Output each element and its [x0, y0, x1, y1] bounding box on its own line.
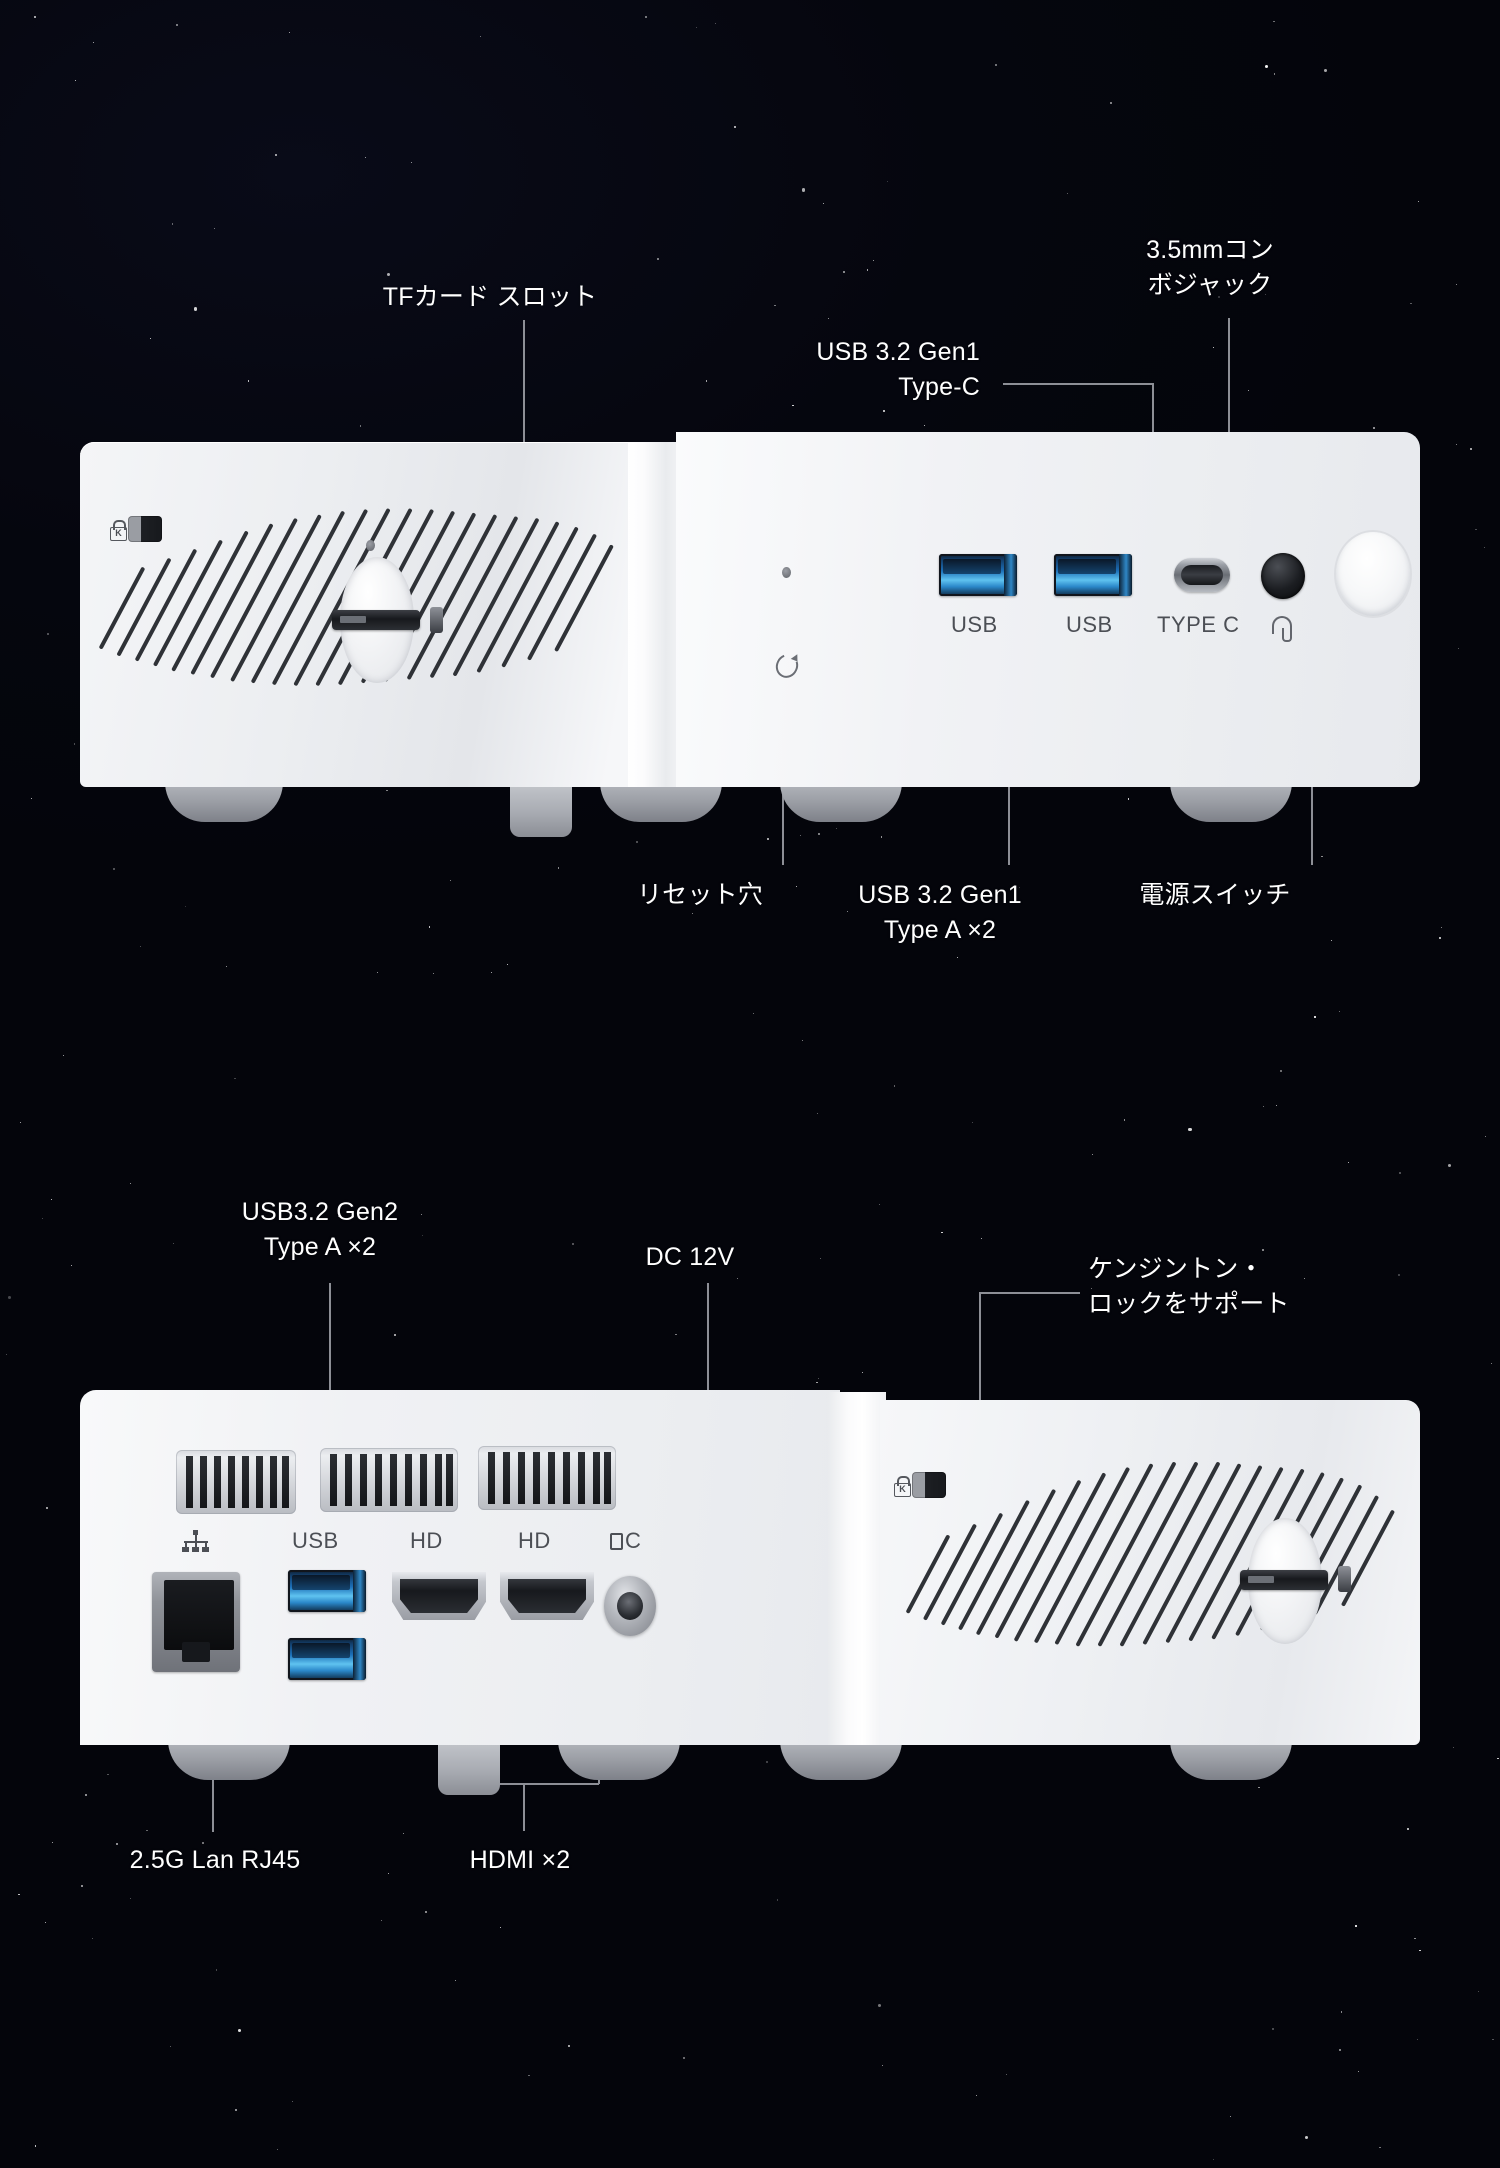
tf-card-slot[interactable]: [1240, 1570, 1328, 1590]
leader-line-tf-card-slot: [523, 320, 525, 542]
tf-card-eject-tab: [1338, 1566, 1351, 1592]
ethernet-icon: [180, 1530, 210, 1552]
usb-a-rear-port-1[interactable]: [288, 1570, 366, 1612]
hdmi-port-2[interactable]: [500, 1572, 594, 1620]
leader-line-usb-a-stem: [1008, 779, 1010, 865]
callout-label-audio-jack: 3.5mmコン ボジャック: [1146, 236, 1274, 299]
dc-power-port[interactable]: [604, 1576, 656, 1636]
kensington-lock-slot: [894, 1472, 946, 1498]
device-front-panel: USB USB TYPE C: [676, 432, 1420, 787]
dc-power-icon: C: [610, 1528, 641, 1554]
callout-label-dc-12v: DC 12V: [645, 1243, 735, 1271]
heatsink-fins-3: [478, 1446, 616, 1510]
callout-label-usb32-gen2: USB3.2 Gen2 Type A ×2: [241, 1198, 399, 1261]
lock-icon: [894, 1475, 911, 1497]
kensington-lock-slot: [110, 516, 162, 542]
mini-pc-front-view: USB USB TYPE C: [80, 432, 1420, 837]
reset-icon: [771, 650, 803, 682]
device-foot: [510, 777, 572, 837]
power-button[interactable]: [1336, 532, 1410, 616]
reset-pinhole[interactable]: [782, 567, 791, 578]
leader-line-kensington-h: [980, 1292, 1080, 1294]
usb-rear-label: USB: [292, 1528, 339, 1553]
lock-icon: [110, 519, 127, 541]
dc-icon-square: [610, 1532, 623, 1550]
audio-jack-port[interactable]: [1261, 553, 1305, 599]
callout-label-usb-c: USB 3.2 Gen1 Type-C: [816, 338, 980, 401]
device-foot: [438, 1735, 500, 1795]
callout-label-tf-card-slot: TFカード スロット: [382, 283, 598, 311]
tf-card-eject-tab: [430, 607, 443, 633]
lock-slot-opening: [128, 516, 162, 542]
usb-c-port[interactable]: [1174, 558, 1230, 592]
type-c-port-label: TYPE C: [1157, 612, 1240, 637]
tf-card-slot[interactable]: [332, 610, 420, 630]
usb-port-label-2: USB: [1066, 612, 1113, 637]
usb-port-label-1: USB: [951, 612, 998, 637]
device-side-panel: [880, 1400, 1420, 1745]
callout-label-usb-a-x2: USB 3.2 Gen1 Type A ×2: [858, 881, 1022, 944]
ethernet-rj45-port[interactable]: [152, 1572, 240, 1672]
mini-pc-rear-view: USB HD HD C: [80, 1390, 1420, 1795]
hdmi-label-2: HD: [518, 1528, 551, 1553]
leader-line-usb-c-h: [1003, 383, 1153, 385]
callout-label-power-switch: 電源スイッチ: [1139, 881, 1291, 909]
callout-label-lan-rj45: 2.5G Lan RJ45: [129, 1846, 301, 1874]
device-rear-panel: USB HD HD C: [80, 1390, 840, 1745]
hdmi-port-1[interactable]: [392, 1572, 486, 1620]
chassis-corner-bevel: [828, 1392, 886, 1745]
dc-label: C: [625, 1528, 642, 1553]
tf-slot-pinhole: [366, 540, 375, 551]
callout-label-hdmi-x2: HDMI ×2: [469, 1846, 571, 1874]
headphone-icon: [1272, 616, 1292, 642]
chassis-corner-bevel: [628, 442, 682, 787]
device-side-panel: [80, 442, 636, 787]
usb-a-rear-port-2[interactable]: [288, 1638, 366, 1680]
usb-a-port-2[interactable]: [1054, 554, 1132, 596]
callout-label-reset-hole: リセット穴: [636, 881, 763, 909]
usb-a-port-1[interactable]: [939, 554, 1017, 596]
heatsink-fins-1: [176, 1450, 296, 1514]
leader-line-kensington-v: [979, 1292, 981, 1470]
lock-slot-opening: [912, 1472, 946, 1498]
heatsink-fins-2: [320, 1448, 458, 1512]
callout-label-kensington: ケンジントン・ ロックをサポート: [1088, 1255, 1290, 1318]
hdmi-label-1: HD: [410, 1528, 443, 1553]
leader-line-hdmi-stem: [523, 1783, 525, 1831]
